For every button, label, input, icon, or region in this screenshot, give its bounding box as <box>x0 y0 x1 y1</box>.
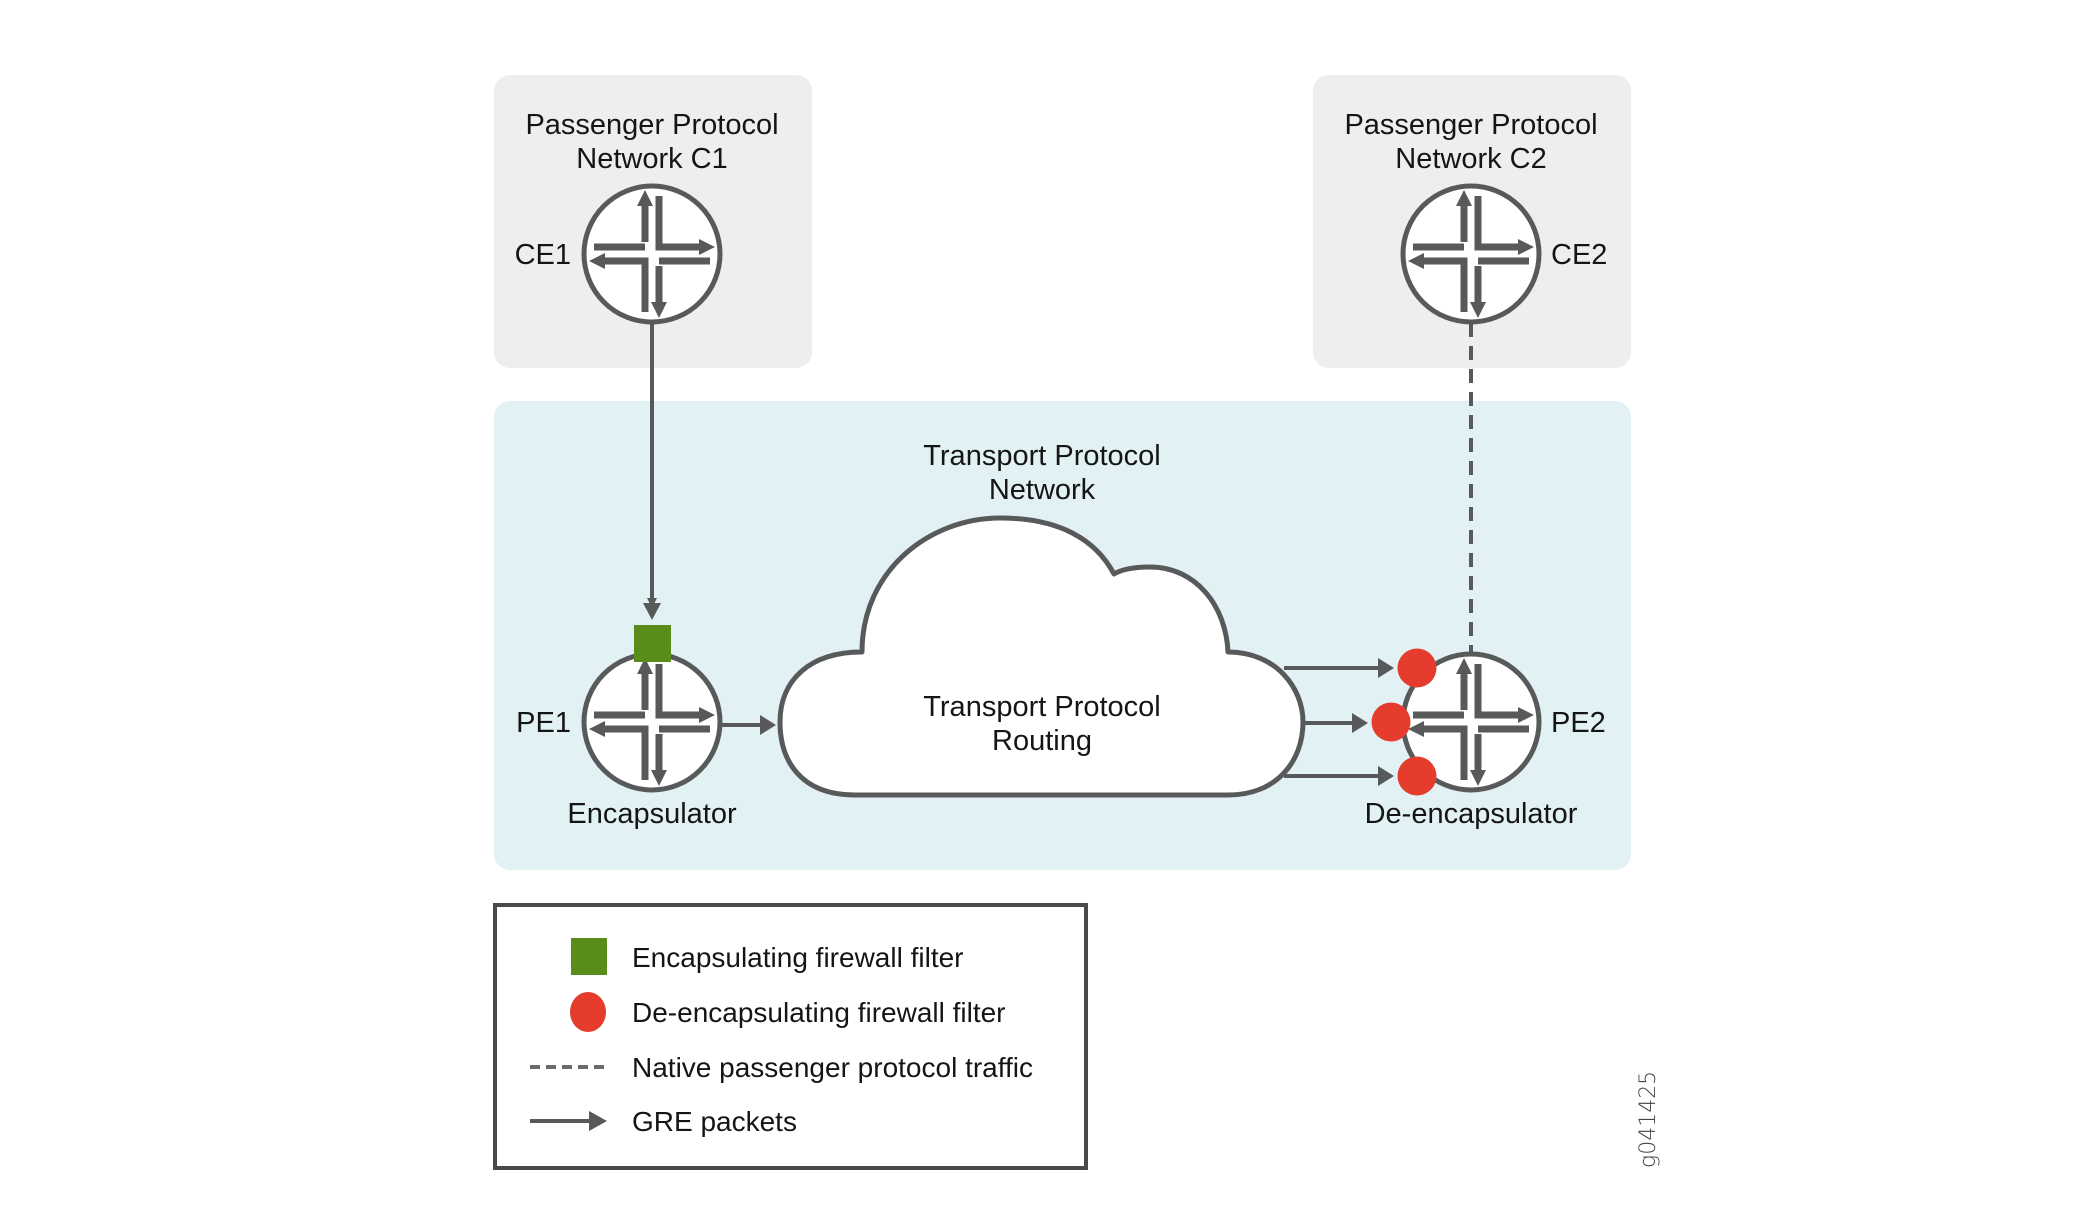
legend: Encapsulating firewall filter De-encapsu… <box>493 903 1088 1170</box>
legend-item-label: De-encapsulating firewall filter <box>632 997 1006 1028</box>
router-icon <box>584 654 720 790</box>
encapsulating-filter-icon <box>634 625 671 662</box>
arrow-head-pe1-cloud <box>760 715 776 735</box>
router-ce1-label: CE1 <box>515 239 571 271</box>
router-icon <box>584 186 720 322</box>
transport-cloud <box>777 515 1306 798</box>
router-pe2-role: De-encapsulator <box>1365 798 1578 830</box>
arrow-head-cloud-pe2-top <box>1378 658 1394 678</box>
router-pe1-label: PE1 <box>516 707 571 739</box>
legend-red-circle-icon <box>570 992 606 1032</box>
legend-item-label: Encapsulating firewall filter <box>632 942 964 973</box>
router-pe1[interactable] <box>584 654 720 790</box>
router-pe1-role: Encapsulator <box>567 798 737 830</box>
legend-item-label: Native passenger protocol traffic <box>632 1052 1033 1083</box>
transport-region-title-line2: Network <box>989 474 1096 506</box>
decapsulating-filter-icon <box>1397 756 1437 796</box>
router-pe2-label: PE2 <box>1551 707 1606 739</box>
legend-green-square-icon <box>571 938 607 975</box>
router-ce2-label: CE2 <box>1551 239 1607 271</box>
router-ce1[interactable] <box>584 186 720 322</box>
c2-region-title-line1: Passenger Protocol <box>1344 109 1597 141</box>
c1-region-title-line1: Passenger Protocol <box>525 109 778 141</box>
decapsulating-filter-icon <box>1397 648 1437 688</box>
figure-id: g041425 <box>1636 1071 1661 1168</box>
cloud-label-line2: Routing <box>992 725 1092 757</box>
arrow-head-ce1-pe1 <box>643 603 661 620</box>
arrow-head-cloud-pe2-bottom <box>1378 766 1394 786</box>
legend-arrow-head-icon <box>589 1111 607 1131</box>
router-icon <box>1403 186 1539 322</box>
c2-region-title-line2: Network C2 <box>1395 143 1547 175</box>
transport-region-title-line1: Transport Protocol <box>923 440 1160 472</box>
c1-region-title-line2: Network C1 <box>576 143 728 175</box>
decapsulating-filter-icon <box>1371 702 1411 742</box>
cloud-label-line1: Transport Protocol <box>923 691 1160 723</box>
router-ce2[interactable] <box>1403 186 1539 322</box>
arrow-head-cloud-pe2-mid <box>1352 713 1368 733</box>
legend-item-label: GRE packets <box>632 1106 797 1137</box>
